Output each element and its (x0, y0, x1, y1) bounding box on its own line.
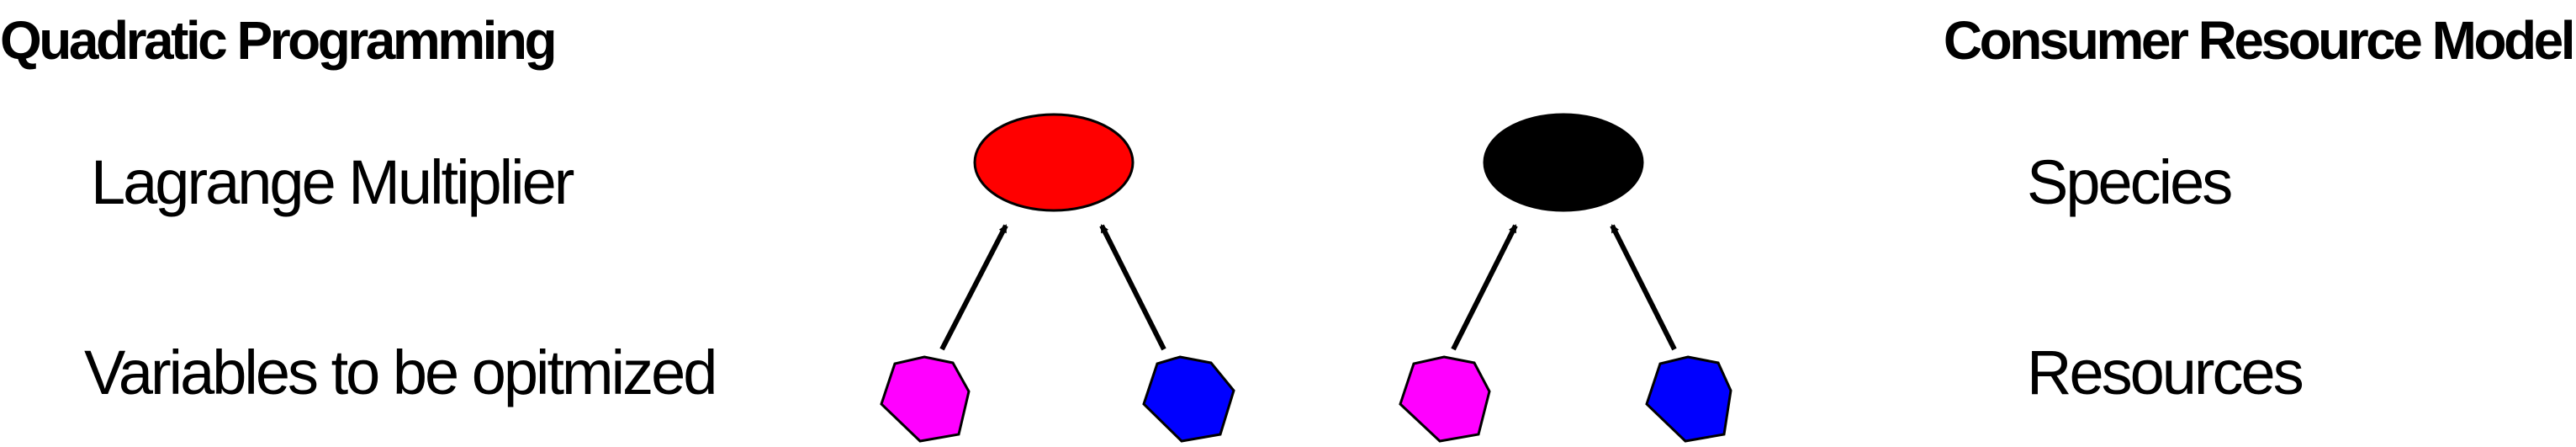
species-node (1483, 113, 1644, 212)
arrow-resource-a-to-species (1451, 224, 1518, 351)
resources-label: Resources (2027, 338, 2304, 407)
lagrange-multiplier-node (973, 113, 1135, 212)
arrow-variable-b-to-lagrange (1099, 224, 1166, 351)
consumer-resource-model-title: Consumer Resource Model (1943, 10, 2576, 71)
variable-node-b (1142, 355, 1235, 443)
lagrange-multiplier-label: Lagrange Multiplier (91, 147, 574, 217)
resource-node-b (1645, 355, 1732, 443)
variables-label: Variables to be opitmized (84, 338, 717, 407)
arrow-variable-a-to-lagrange (939, 224, 1008, 351)
variable-node-a (880, 355, 971, 443)
resource-node-a (1399, 355, 1491, 443)
species-label: Species (2027, 147, 2233, 217)
arrow-resource-b-to-species (1610, 224, 1677, 351)
quadratic-programming-title: Quadratic Programming (0, 10, 558, 71)
